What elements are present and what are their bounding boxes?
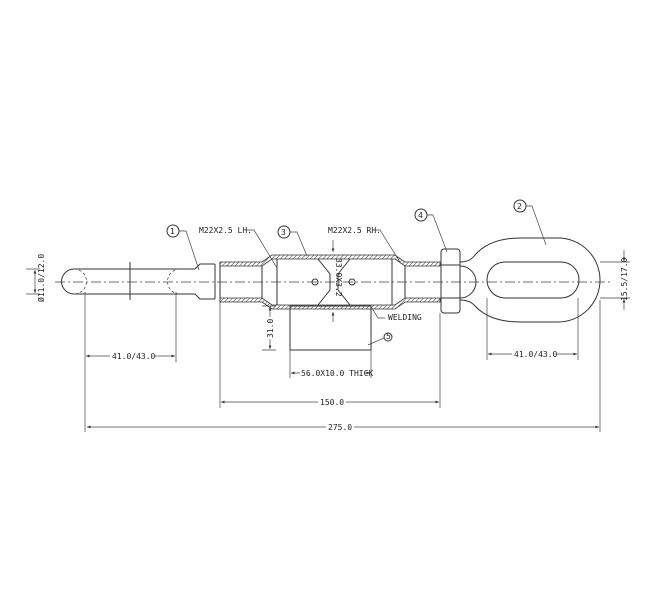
thread-left-label: M22X2.5 LH. <box>199 226 252 235</box>
rod-part-1 <box>61 262 216 300</box>
callout-3: 3 <box>277 225 308 257</box>
dim-body-length: 150.0 <box>320 398 344 407</box>
svg-text:1: 1 <box>170 227 175 236</box>
thread-right-label: M22X2.5 RH. <box>328 226 381 235</box>
dim-rod-diameter: Ø11.0/12.0 <box>36 254 46 302</box>
callout-5: 5 <box>367 332 393 346</box>
nut-part-4 <box>440 248 461 314</box>
dim-left-eye-length: 41.0/43.0 <box>112 352 156 361</box>
dim-plate-height: 31.0 <box>266 319 275 338</box>
turnbuckle-body-part-3: 33.0X3.2 <box>219 240 441 322</box>
svg-text:5: 5 <box>386 332 391 341</box>
svg-text:2: 2 <box>517 202 522 211</box>
callout-4: 4 <box>414 208 448 253</box>
svg-text:4: 4 <box>418 211 423 220</box>
dim-overall-length: 275.0 <box>328 423 352 432</box>
welding-label: WELDING <box>388 313 422 322</box>
body-section-label: 33.0X3.2 <box>334 258 343 297</box>
svg-text:3: 3 <box>281 228 286 237</box>
eye-part-2 <box>459 237 601 323</box>
dim-plate-size: 56.0X10.0 THICK <box>301 369 373 378</box>
dim-eye-width: 15.5/17.0 <box>620 257 629 301</box>
dim-right-eye-length: 41.0/43.0 <box>514 350 558 359</box>
callout-1: 1 <box>166 224 200 271</box>
plate-part-5 <box>289 305 372 351</box>
callout-2: 2 <box>513 199 547 246</box>
